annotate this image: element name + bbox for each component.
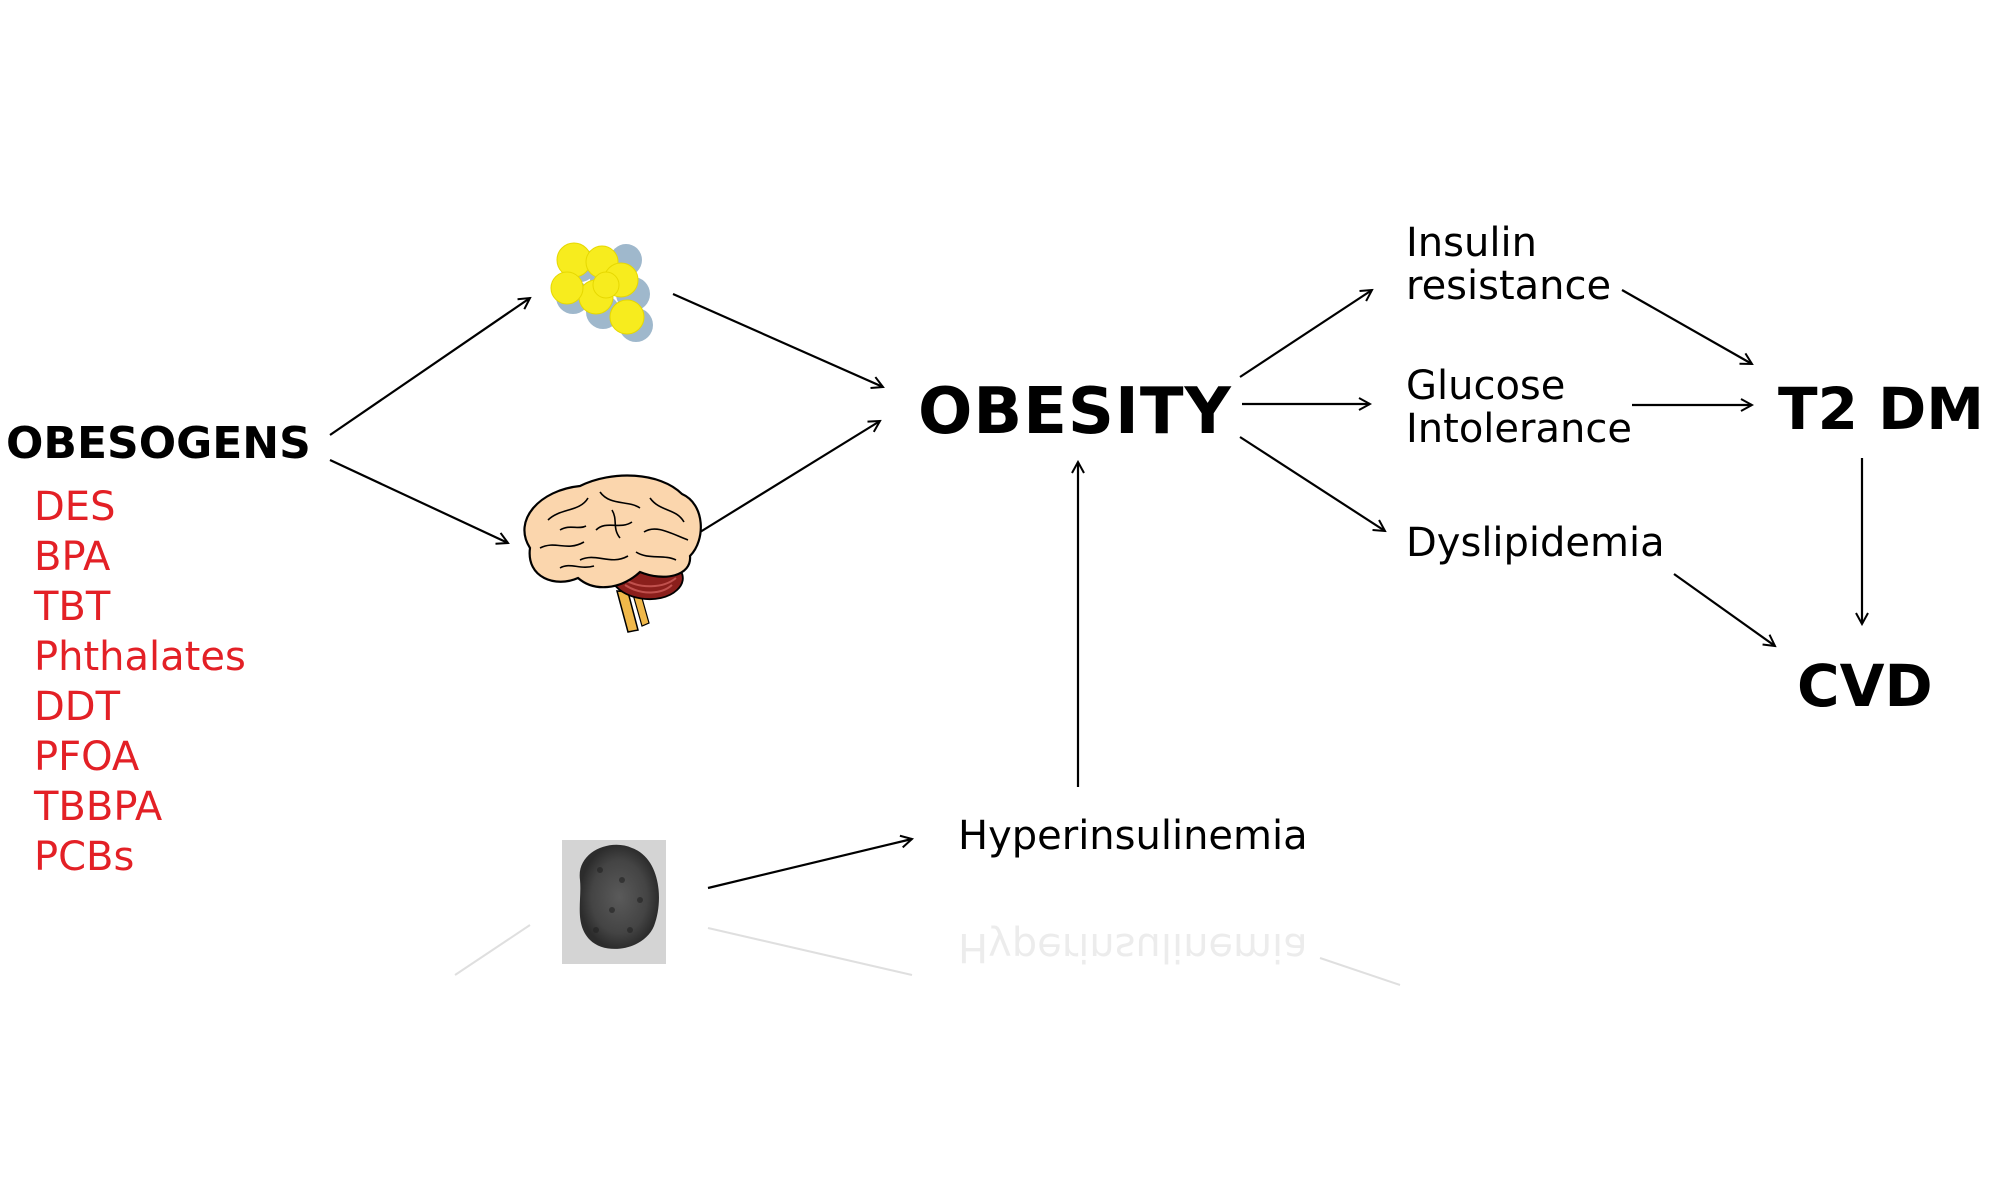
arrow-obesogens-to-brain	[329, 459, 508, 543]
arrow-fat-cells-to-obesity	[672, 292, 883, 387]
obesity-node: OBESITY	[918, 375, 1232, 449]
glucose-intolerance-line-1: Glucose	[1406, 363, 1566, 409]
glucose-intolerance-node: Glucose Intolerance	[1406, 363, 1632, 453]
hyperinsulinemia-node: Hyperinsulinemia	[958, 813, 1308, 859]
pancreatic-islet-image	[562, 840, 666, 964]
hyperinsulinemia-reflection: Hyperinsulinemia	[958, 924, 1308, 971]
insulin-resistance-line-1: Insulin	[1406, 220, 1537, 266]
glucose-intolerance-line-2: Intolerance	[1406, 406, 1632, 453]
obesogens-title: OBESOGENS	[6, 418, 311, 469]
arrow-obesity-to-insulin-resistance	[1239, 290, 1372, 378]
chemical-item: DES	[34, 484, 116, 530]
arrow-brain-to-obesity	[691, 421, 880, 538]
reflection-lines	[454, 924, 1401, 986]
t2dm-node: T2 DM	[1778, 375, 1984, 443]
chemical-item: DDT	[34, 684, 121, 730]
chemical-item: BPA	[34, 534, 111, 580]
chemical-item: Phthalates	[34, 634, 246, 680]
arrow-insulin-resistance-to-t2dm	[1621, 289, 1752, 364]
chemical-item: PCBs	[34, 834, 135, 880]
chemical-item: TBBPA	[34, 784, 163, 830]
arrow-obesity-to-dyslipidemia	[1239, 436, 1385, 531]
insulin-resistance-line-2: resistance	[1406, 263, 1612, 310]
arrow-obesogens-to-fat-cells	[329, 298, 530, 436]
brain-icon	[523, 474, 702, 633]
insulin-resistance-node: Insulin resistance	[1406, 220, 1612, 310]
dyslipidemia-node: Dyslipidemia	[1406, 520, 1665, 566]
cvd-node: CVD	[1797, 652, 1933, 720]
obesogen-chemical-list: DES BPA TBT Phthalates DDT PFOA TBBPA PC…	[34, 482, 246, 882]
adipocyte-cluster-icon	[550, 242, 653, 342]
chemical-item: PFOA	[34, 734, 140, 780]
arrow-dyslipidemia-to-cvd	[1673, 573, 1775, 646]
chemical-item: TBT	[34, 584, 111, 630]
arrow-islet-to-hyperinsulinemia	[707, 839, 912, 890]
